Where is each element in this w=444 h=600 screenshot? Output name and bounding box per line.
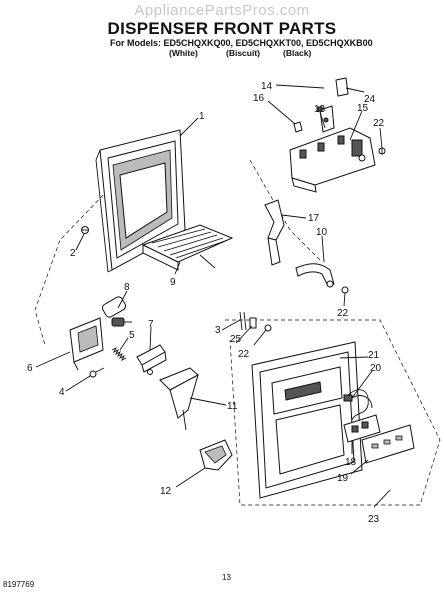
callout-22-bottom: 22: [238, 349, 250, 360]
callout-labels: 1 2 3 4 5 6 7 8 9 10 11 12 13 14 15 16 1…: [27, 81, 385, 525]
assembly-outline: [34, 159, 441, 506]
callout-7: 7: [148, 319, 154, 330]
callout-9: 9: [170, 277, 176, 288]
part-front-panel: [251, 341, 363, 499]
part-motor-bracket: [69, 317, 104, 371]
callout-22-middle: 22: [337, 308, 349, 319]
callout-11: 11: [227, 401, 238, 412]
part-chute-door: [159, 367, 199, 431]
models-list: ED5CHQXKQ00, ED5CHQXKT00, ED5CHQXKB00: [163, 38, 373, 48]
callout-25: 25: [230, 334, 242, 345]
part-screw-2: [81, 226, 89, 234]
part-screw-22-bottom: [264, 324, 272, 332]
callout-12: 12: [160, 486, 172, 497]
callout-4: 4: [59, 387, 65, 398]
part-switch-actuator: [293, 77, 349, 133]
callout-21: 21: [368, 350, 380, 361]
part-screw-22-middle: [341, 286, 349, 294]
page-number: 13: [222, 573, 231, 582]
color-label-white: (White): [169, 48, 198, 58]
models-line: For Models: ED5CHQXKQ00, ED5CHQXKT00, ED…: [110, 38, 373, 48]
part-hinge: [136, 344, 167, 375]
callout-15: 15: [357, 103, 369, 114]
callout-10: 10: [316, 227, 328, 238]
diagram-title: DISPENSER FRONT PARTS: [107, 19, 337, 38]
part-upper-bracket: [289, 127, 376, 193]
callout-17: 17: [308, 213, 320, 224]
part-switch-membrane: [361, 424, 415, 464]
part-control-board: [343, 414, 381, 443]
color-label-biscuit: (Biscuit): [226, 48, 260, 58]
callout-19: 19: [337, 473, 349, 484]
callout-2: 2: [70, 248, 76, 259]
callout-23: 23: [368, 514, 380, 525]
callout-14: 14: [261, 81, 273, 92]
leader-lines: [35, 84, 391, 508]
callout-1: 1: [199, 111, 205, 122]
color-label-black: (Black): [283, 48, 312, 58]
callout-20: 20: [370, 363, 382, 374]
part-solenoid: [101, 296, 132, 327]
part-funnel: [199, 439, 233, 471]
part-washer-25: [249, 317, 257, 329]
doc-number: 8197769: [3, 580, 35, 589]
part-lever-17: [264, 199, 285, 266]
callout-13: 13: [314, 104, 326, 115]
part-drip-tray: [141, 224, 234, 271]
part-housing-frame: [95, 129, 186, 273]
watermark: AppliancePartsPros.com: [134, 2, 310, 19]
models-prefix: For Models:: [110, 38, 161, 48]
callout-5: 5: [129, 330, 135, 341]
callout-24: 24: [364, 94, 376, 105]
part-screw-22-top: [378, 147, 386, 155]
part-spring: [111, 346, 127, 362]
callout-18: 18: [345, 457, 357, 468]
callout-22-top: 22: [373, 118, 385, 129]
callout-16: 16: [253, 93, 265, 104]
callout-3: 3: [215, 325, 221, 336]
part-lever-10: [295, 263, 335, 288]
part-pin-3: [239, 311, 247, 331]
part-screw-4: [89, 367, 105, 378]
callout-8: 8: [124, 282, 130, 293]
callout-6: 6: [27, 363, 33, 374]
